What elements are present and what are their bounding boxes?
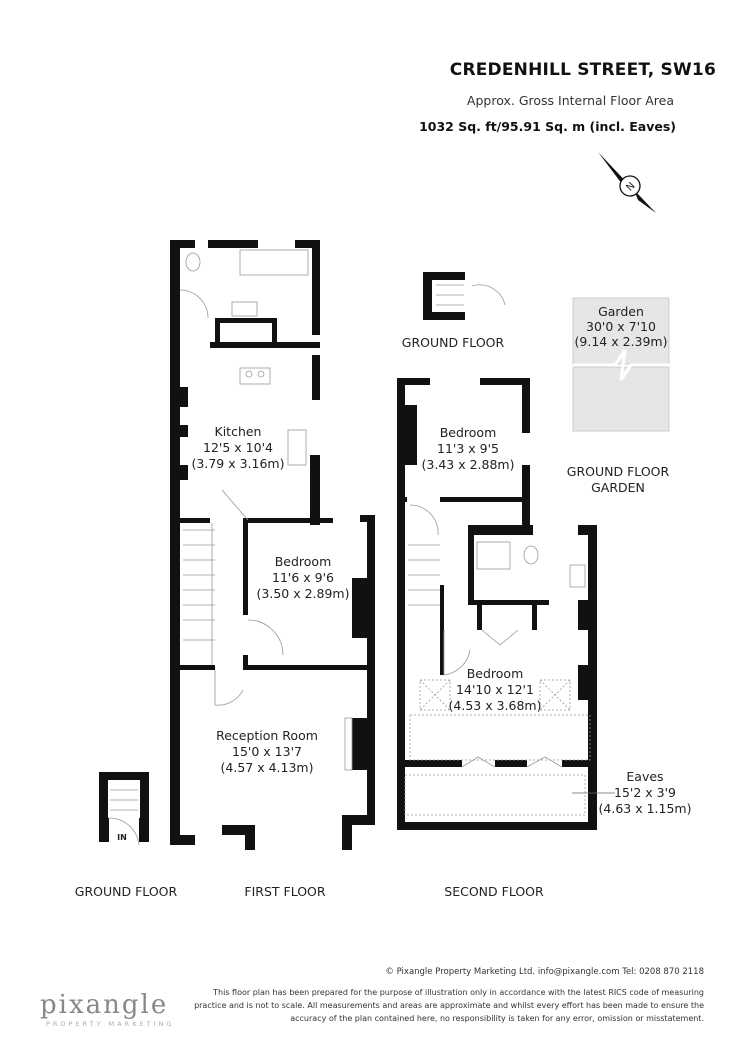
floor-label-first: FIRST FLOOR bbox=[244, 884, 325, 899]
second-floor-fixtures bbox=[404, 504, 591, 816]
floor-label-garden-2: GARDEN bbox=[591, 480, 645, 495]
first-floor-plan bbox=[170, 240, 375, 850]
bedroom-first-name: Bedroom bbox=[275, 554, 332, 569]
garden-area bbox=[572, 297, 670, 432]
ground-floor-entry-top bbox=[423, 272, 506, 320]
kitchen-name: Kitchen bbox=[215, 424, 262, 439]
compass-icon: N bbox=[598, 152, 656, 213]
entrance-label: IN bbox=[117, 833, 127, 842]
area-subtitle: Approx. Gross Internal Floor Area bbox=[466, 93, 674, 108]
kitchen-metric: (3.79 x 3.16m) bbox=[192, 456, 285, 471]
copyright-notice: © Pixangle Property Marketing Ltd. info@… bbox=[385, 967, 704, 977]
garden-imperial: 30'0 x 7'10 bbox=[586, 319, 656, 334]
reception-imperial: 15'0 x 13'7 bbox=[232, 744, 302, 759]
second-floor-plan bbox=[397, 378, 597, 830]
bedroom-second-b-name: Bedroom bbox=[467, 666, 524, 681]
property-title: CREDENHILL STREET, SW16 bbox=[449, 60, 716, 80]
floor-area: 1032 Sq. ft/95.91 Sq. m (incl. Eaves) bbox=[419, 119, 676, 134]
bedroom-second-a-imperial: 11'3 x 9'5 bbox=[437, 441, 499, 456]
eaves-name: Eaves bbox=[626, 769, 663, 784]
bedroom-second-b-metric: (4.53 x 3.68m) bbox=[449, 698, 542, 713]
floor-label-ground-top: GROUND FLOOR bbox=[402, 335, 505, 350]
floor-label-ground-left: GROUND FLOOR bbox=[75, 884, 178, 899]
floor-label-second: SECOND FLOOR bbox=[444, 884, 544, 899]
garden-metric: (9.14 x 2.39m) bbox=[575, 334, 668, 349]
logo-tagline: PROPERTY MARKETING bbox=[46, 1020, 175, 1028]
bedroom-second-a-metric: (3.43 x 2.88m) bbox=[422, 457, 515, 472]
reception-metric: (4.57 x 4.13m) bbox=[221, 760, 314, 775]
kitchen-imperial: 12'5 x 10'4 bbox=[203, 440, 273, 455]
first-floor-fixtures bbox=[179, 249, 353, 771]
eaves-metric: (4.63 x 1.15m) bbox=[599, 801, 692, 816]
garden-name: Garden bbox=[598, 304, 644, 319]
bedroom-first-imperial: 11'6 x 9'6 bbox=[272, 570, 334, 585]
disclaimer-text: This floor plan has been prepared for th… bbox=[194, 988, 704, 1023]
bedroom-second-b-imperial: 14'10 x 12'1 bbox=[456, 682, 534, 697]
pixangle-logo: pixangle bbox=[40, 990, 169, 1020]
ground-floor-entry-left bbox=[99, 772, 149, 846]
floor-label-garden-1: GROUND FLOOR bbox=[567, 464, 670, 479]
reception-name: Reception Room bbox=[216, 728, 318, 743]
eaves-imperial: 15'2 x 3'9 bbox=[614, 785, 676, 800]
bedroom-first-metric: (3.50 x 2.89m) bbox=[257, 586, 350, 601]
bedroom-second-a-name: Bedroom bbox=[440, 425, 497, 440]
